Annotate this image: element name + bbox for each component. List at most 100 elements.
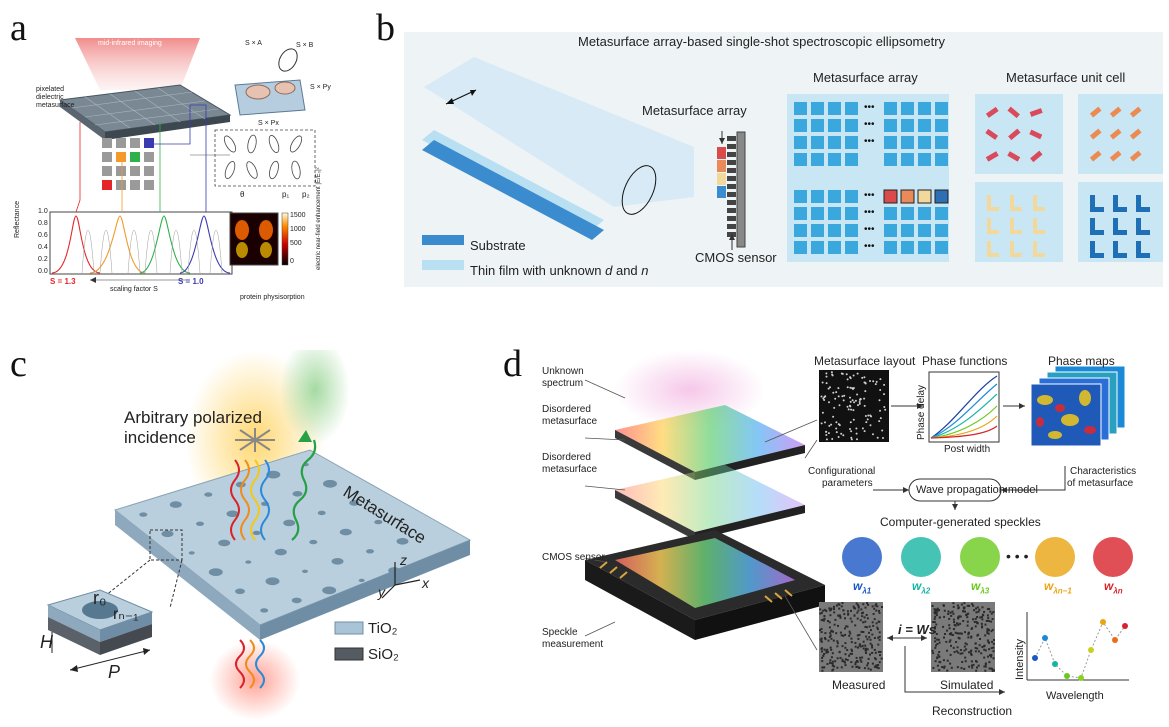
weight-5-sub: λn [1113, 586, 1123, 596]
array-cell [845, 207, 858, 220]
air-hole [302, 569, 308, 573]
speckle-grain [848, 634, 851, 637]
speckle-grain [874, 666, 877, 668]
metasurface-label-2: dielectric [36, 94, 64, 101]
speckle-grain [840, 605, 843, 608]
layout-post [842, 434, 845, 437]
speckle-grain [842, 634, 845, 637]
layout-title: Metasurface layout [814, 354, 916, 368]
speckle-grain [877, 643, 880, 646]
speckle-grain [941, 666, 944, 668]
speckle-grain [963, 667, 966, 670]
speckle-grain [876, 605, 879, 608]
array-cell [828, 190, 841, 203]
speckle-grain [825, 610, 828, 613]
speckle-grain [953, 621, 956, 624]
speckle-grain [854, 642, 857, 644]
speckle-grain [852, 605, 855, 608]
sa-label: S × A [245, 40, 262, 47]
speckle-grain [839, 615, 842, 618]
layout-post [846, 386, 849, 389]
speckle-grain [992, 611, 995, 614]
air-hole [266, 470, 281, 479]
speckle-grain [857, 606, 860, 609]
speckle-grain [988, 607, 991, 610]
sb-label: S × B [296, 42, 314, 49]
speckle-grain [876, 626, 879, 629]
speckle-grain [959, 652, 962, 655]
metasurface-label-3: metasurface [36, 102, 75, 109]
speckle-grain [851, 652, 853, 655]
speckle-grain [866, 648, 869, 651]
speckle-grain [819, 629, 822, 632]
speckle-grain [856, 603, 859, 606]
speckle-grain [953, 651, 956, 654]
layout-post [849, 376, 852, 379]
unknown-label-2: spectrum [542, 378, 584, 389]
s-right-label: S = 1.0 [178, 277, 204, 286]
air-hole [161, 530, 174, 538]
speckle-grain [831, 652, 834, 655]
y-tick-1: 1.0 [38, 208, 48, 215]
speckle-grain [856, 634, 859, 637]
legend-film-and: and [612, 263, 642, 278]
speckle-grain [972, 618, 975, 621]
speckle-grain [871, 605, 874, 608]
speckle-grain [878, 638, 881, 641]
speckle-grain [990, 647, 993, 650]
speckle-grain [992, 650, 995, 653]
y-tick-5: 0.2 [38, 256, 48, 263]
layout-post [852, 409, 855, 412]
speckle-blobs [842, 537, 1133, 577]
phase-delay-label: Phase delay [916, 384, 927, 440]
speckle-grain [991, 618, 994, 620]
speckle-grain [839, 631, 842, 634]
speckle-grain [873, 648, 876, 651]
axis-x-label: x [422, 575, 429, 591]
speckle-grain [976, 647, 979, 650]
speckle-grain [854, 661, 857, 664]
speckle-grain [871, 662, 874, 665]
air-hole [322, 586, 337, 595]
speckle-grain [980, 616, 983, 619]
phase-maps-title: Phase maps [1048, 354, 1115, 368]
characteristics-label-2: of metasurface [1067, 478, 1134, 489]
physisorption-label: protein physisorption [240, 294, 305, 301]
speckle-grain [933, 608, 936, 611]
speckle-grain [875, 664, 878, 667]
speckle-grain [822, 618, 825, 621]
speckle-grain [840, 634, 843, 637]
array-cell [811, 153, 824, 166]
speckle-grain [988, 661, 991, 664]
speckle-grain [824, 637, 826, 639]
speckle-grain [873, 618, 876, 621]
speckle-grain [964, 660, 967, 663]
speckle-grain [970, 653, 973, 655]
speckle-grain [849, 632, 852, 635]
speckle-grain [973, 620, 976, 623]
layout-post [850, 430, 853, 433]
layout-post [838, 404, 841, 407]
layout-post [863, 397, 866, 400]
speckle-grain [861, 615, 864, 618]
array-cell [845, 102, 858, 115]
layout-post [866, 418, 869, 421]
speckle-grain [967, 612, 970, 615]
sio2-swatch [334, 647, 364, 661]
disordered2-label-2: metasurface [542, 464, 598, 475]
speckle-grain [865, 647, 867, 650]
cmos-label-d: CMOS sensor [542, 552, 605, 563]
layout-post [849, 421, 852, 424]
speckle-grain [948, 617, 951, 620]
ellipsis-dots: ••• [864, 241, 875, 252]
speckle-grain [867, 603, 869, 606]
speckle-grain [874, 657, 876, 660]
incidence-label-1: Arbitrary polarized [124, 408, 262, 427]
speckle-grain [865, 652, 867, 654]
array-cell [794, 190, 807, 203]
speckle-grain [943, 609, 946, 612]
layout-post [846, 405, 849, 408]
speckle-grain [848, 654, 851, 657]
layout-post [825, 375, 828, 378]
speckle-grain [932, 652, 935, 655]
